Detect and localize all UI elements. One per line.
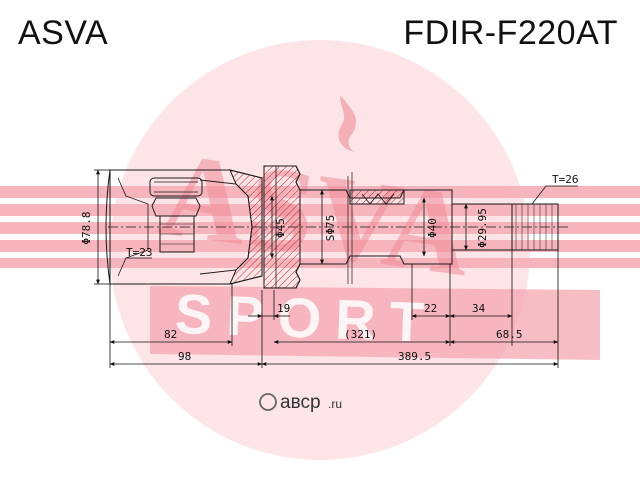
brand-name: ASVA <box>18 14 109 52</box>
label-body-diameter: Φ40 <box>426 218 439 238</box>
spline-end <box>511 203 559 251</box>
spider-spline <box>160 223 194 245</box>
label-len-68-5: 68.5 <box>496 328 523 341</box>
watermark-site: авср .ru <box>259 392 342 413</box>
label-shaft-s-diameter: SΦ75 <box>324 215 337 242</box>
damper-ribs <box>361 193 395 205</box>
label-spline-teeth: T=26 <box>552 173 579 186</box>
roller-top-lines <box>154 181 198 193</box>
damper-top-hatch <box>349 189 405 205</box>
label-len-22: 22 <box>424 302 437 315</box>
label-spline-diameter: Φ29.95 <box>476 208 489 248</box>
roller-top <box>149 177 203 197</box>
label-outer-diameter: Φ78.8 <box>80 211 93 244</box>
site-tld-text: .ru <box>328 397 342 411</box>
leader-spline-teeth <box>531 185 578 205</box>
label-len-34: 34 <box>472 302 486 315</box>
spider-hub <box>151 197 201 217</box>
dimension-labels: Φ78.8 T=23 Φ45 SΦ75 Φ40 Φ29.95 T=26 19 2… <box>80 173 579 363</box>
label-len-82: 82 <box>164 328 177 341</box>
dimension-lines <box>94 169 578 368</box>
label-collar-diameter: Φ45 <box>274 218 287 238</box>
watermark-flame-icon <box>338 95 357 152</box>
watermark-sport-text: SPORT <box>174 282 439 354</box>
housing-end-left <box>105 169 111 285</box>
label-boot-thickness: T=23 <box>126 246 153 259</box>
label-len-98: 98 <box>178 350 191 363</box>
part-number: FDIR-F220AT <box>403 14 618 52</box>
label-len-321: (321) <box>344 328 377 341</box>
housing-cavity <box>199 179 253 275</box>
label-len-19: 19 <box>277 302 290 315</box>
site-main-text: авср <box>280 392 321 413</box>
housing-inner-contour <box>117 177 149 277</box>
label-len-389-5: 389.5 <box>398 350 431 363</box>
spline-teeth <box>515 204 553 250</box>
